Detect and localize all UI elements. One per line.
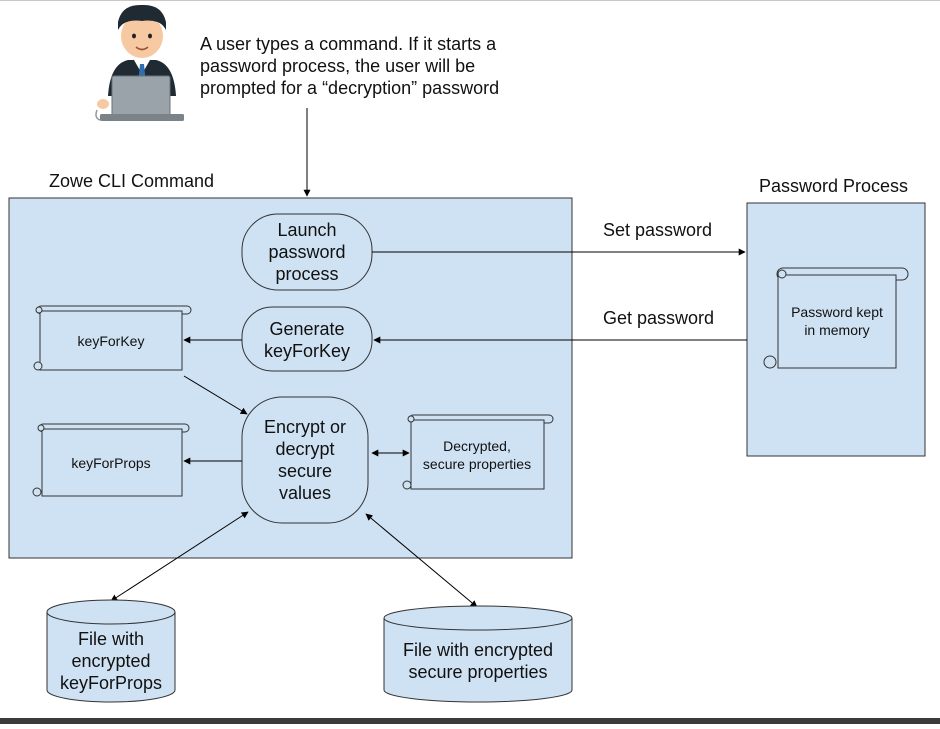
top-divider (0, 0, 940, 1)
keyforkey-document: keyForKey (33, 305, 192, 371)
generate-label-1: Generate (269, 319, 344, 339)
arrow-encrypt-file-secure-props (365, 513, 478, 608)
set-password-label: Set password (603, 220, 712, 240)
file-secure-props-label-2: secure properties (408, 662, 547, 682)
file-keyforprops-label-1: File with (78, 629, 144, 649)
file-secure-properties-cylinder: File with encrypted secure properties (383, 605, 573, 703)
user-caption-line-1: A user types a command. If it starts a (200, 34, 497, 54)
user-at-computer-icon (95, 4, 184, 121)
encrypt-label-3: secure (278, 461, 332, 481)
arrow-keyforkey-to-encrypt (183, 375, 248, 415)
cli-box-title: Zowe CLI Command (49, 171, 214, 191)
generate-keyforkey-node (241, 306, 373, 372)
user-caption-line-3: prompted for a “decryption” password (200, 78, 499, 98)
password-memory-label-2: in memory (804, 322, 869, 338)
arrow-encrypt-file-keyforprops (110, 511, 249, 602)
decrypted-label-2: secure properties (423, 456, 531, 472)
get-password-label: Get password (603, 308, 714, 328)
password-memory-label-1: Password kept (791, 304, 883, 320)
launch-label-3: process (275, 264, 338, 284)
keyforprops-label: keyForProps (71, 455, 150, 471)
encrypt-label-1: Encrypt or (264, 417, 346, 437)
decrypted-label-1: Decrypted, (443, 438, 511, 454)
keyforprops-document: keyForProps (32, 423, 190, 497)
file-keyforprops-cylinder: File with encrypted keyForProps (46, 599, 176, 703)
file-keyforprops-label-3: keyForProps (60, 673, 162, 693)
user-caption-line-2: password process, the user will be (200, 56, 475, 76)
launch-label-2: password (268, 242, 345, 262)
decrypted-properties-document: Decrypted, secure properties (402, 414, 554, 490)
encrypt-decrypt-node (241, 396, 369, 524)
keyforkey-label: keyForKey (78, 333, 145, 349)
bottom-border-bar (0, 718, 940, 724)
encrypt-label-4: values (279, 483, 331, 503)
file-keyforprops-label-2: encrypted (71, 651, 150, 671)
generate-label-2: keyForKey (264, 341, 350, 361)
encrypt-label-2: decrypt (275, 439, 334, 459)
launch-label-1: Launch (277, 220, 336, 240)
file-secure-props-label-1: File with encrypted (403, 640, 553, 660)
password-box-title: Password Process (759, 176, 908, 196)
user-caption: A user types a command. If it starts a p… (200, 34, 499, 98)
password-memory-document: Password kept in memory (763, 267, 909, 369)
